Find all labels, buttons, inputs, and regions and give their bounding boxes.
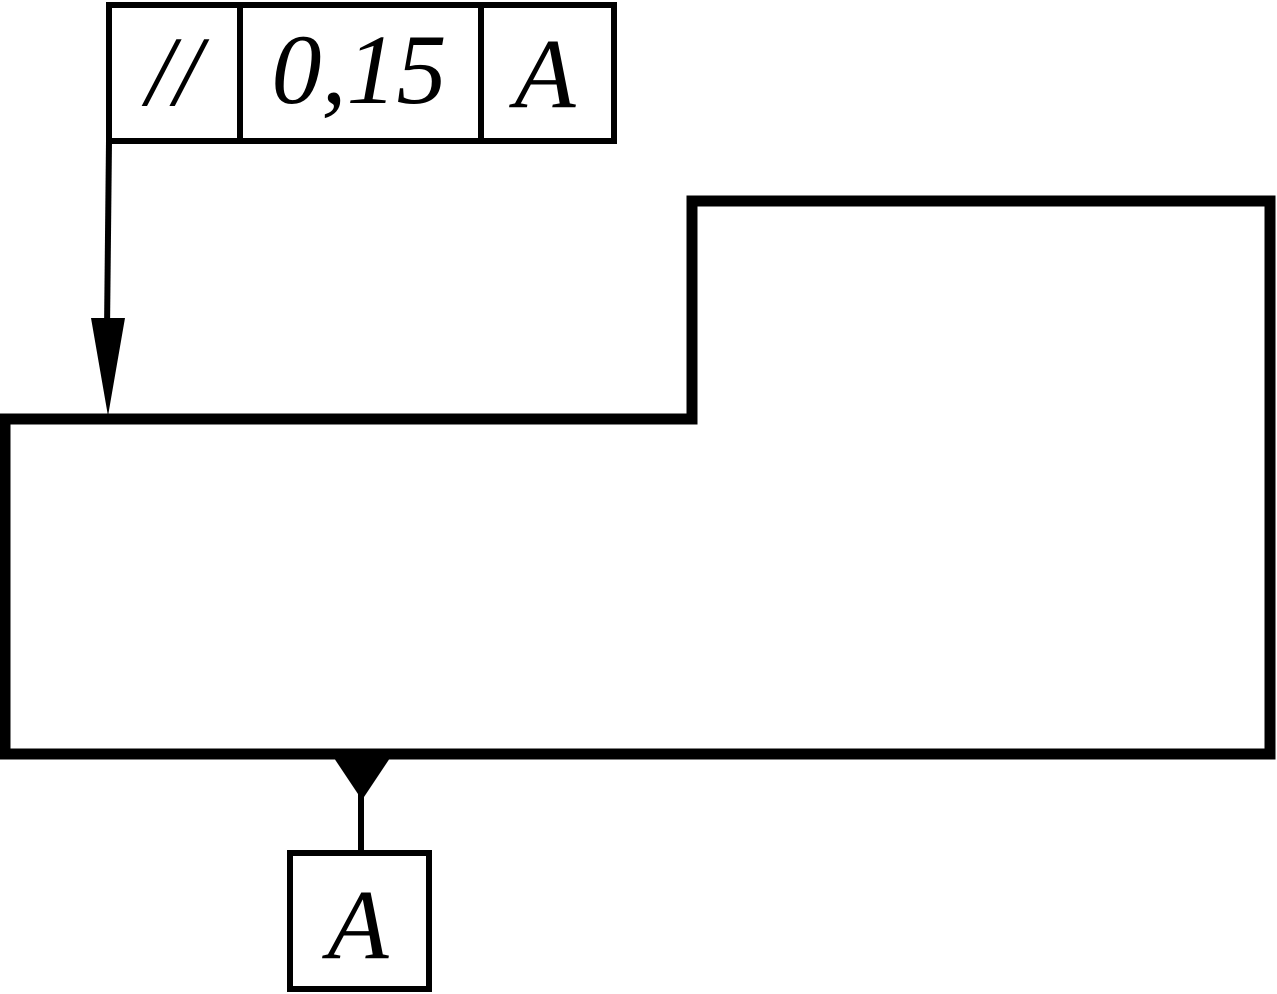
datum-label: A [321,869,389,980]
part-outline [0,195,1276,760]
leader-arrow [91,140,125,416]
tolerance-value: 0,15 [272,14,447,125]
frame-border [106,2,617,144]
datum-feature-symbol: A [287,758,432,992]
parallelism-symbol: // [141,16,210,127]
datum-box [287,850,432,992]
leader-line [104,140,112,331]
arrowhead [91,318,125,416]
datum-reference: A [508,18,576,129]
feature-control-frame: // 0,15 A [106,2,617,144]
datum-triangle [334,758,390,800]
